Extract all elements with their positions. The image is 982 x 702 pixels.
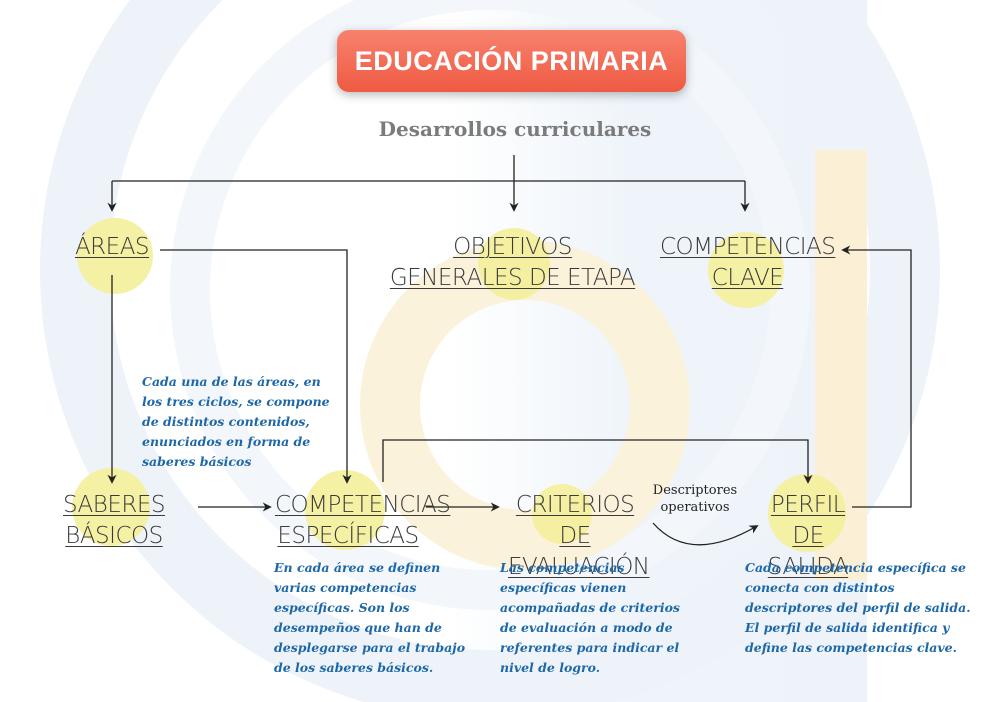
note-criterios-line: específicas vienen <box>500 580 627 595</box>
highlight-dot-areas <box>77 218 153 294</box>
note-areas-line: los tres ciclos, se compone <box>142 394 330 409</box>
note-competencias-especificas: En cada área se definen varias competenc… <box>274 558 465 678</box>
node-competencias-especificas: COMPETENCIAS ESPECÍFICAS <box>275 490 451 552</box>
highlight-dot-competencias-clave <box>708 232 784 308</box>
edge-label-descriptores: Descriptores operativos <box>640 482 750 516</box>
node-competencias-especificas-line-2: ESPECÍFICAS <box>277 523 419 549</box>
node-competencias-clave-line-1: COMPETENCIAS <box>660 234 836 260</box>
note-perfil-line: descriptores del perfil de salida. <box>745 600 971 615</box>
node-competencias-clave-line-2: CLAVE <box>711 265 784 291</box>
node-perfil-line-2: DE SALIDA <box>767 523 849 580</box>
node-perfil-line-1: PERFIL <box>770 492 846 518</box>
edge-label-line-2: operativos <box>660 500 730 515</box>
note-areas-line: Cada una de las áreas, en <box>142 374 321 389</box>
subtitle: Desarrollos curriculares <box>378 117 652 141</box>
note-perfil-line: conecta con distintos <box>745 580 895 595</box>
arrow-descriptores-operativos <box>652 522 759 546</box>
arrow-competencias-to-perfil <box>382 439 813 484</box>
node-competencias-especificas-line-1: COMPETENCIAS <box>275 492 451 518</box>
note-competencias-line: desplegarse para el trabajo <box>274 640 466 655</box>
edge-label-line-1: Descriptores <box>652 483 738 498</box>
node-criterios-line-2: EVALUACIÓN <box>508 554 650 580</box>
highlight-dot-perfil <box>768 474 846 552</box>
note-criterios-line: nivel de logro. <box>500 660 601 675</box>
highlight-dot-criterios <box>532 484 592 544</box>
node-competencias-clave: COMPETENCIAS CLAVE <box>660 232 836 294</box>
note-criterios-evaluacion: Las competencias específicas vienen acom… <box>500 558 680 678</box>
arrow-perfil-to-competencias-clave <box>841 245 912 508</box>
note-criterios-line: acompañadas de criterios <box>500 600 680 615</box>
note-competencias-line: de los saberes básicos. <box>274 660 434 675</box>
note-criterios-line: Las competencias <box>500 560 625 575</box>
note-criterios-line: referentes para indicar el <box>500 640 680 655</box>
note-perfil-line: Cada competencia específica se <box>745 560 966 575</box>
node-criterios-line-1: CRITERIOS DE <box>515 492 635 549</box>
note-competencias-line: varias competencias <box>274 580 417 595</box>
node-saberes-label: SABERES BÁSICOS <box>63 492 165 549</box>
note-criterios-line: de evaluación a modo de <box>500 620 673 635</box>
note-areas-line: de distintos contenidos, <box>142 414 310 429</box>
note-areas-line: enunciados en forma de <box>142 434 311 449</box>
note-competencias-line: desempeños que han de <box>274 620 442 635</box>
node-objetivos-generales: OBJETIVOS GENERALES DE ETAPA <box>385 232 640 294</box>
note-areas: Cada una de las áreas, en los tres ciclo… <box>142 372 330 472</box>
node-saberes-basicos: SABERES BÁSICOS <box>28 490 200 552</box>
note-perfil-salida: Cada competencia específica se conecta c… <box>745 558 971 658</box>
node-perfil-salida: PERFIL DE SALIDA <box>752 490 864 583</box>
note-perfil-line: El perfil de salida identifica y <box>745 620 950 635</box>
note-competencias-line: específicas. Son los <box>274 600 410 615</box>
arrow-areas-to-competencias-especificas <box>160 249 352 484</box>
note-competencias-line: En cada área se definen <box>274 560 441 575</box>
title-banner: EDUCACIÓN PRIMARIA <box>337 30 686 92</box>
note-perfil-line: define las competencias clave. <box>745 640 957 655</box>
node-objetivos-line-2: GENERALES DE ETAPA <box>389 265 636 291</box>
highlight-dot-objetivos <box>478 228 550 300</box>
note-areas-line: saberes básicos <box>142 454 252 469</box>
node-areas-label: ÁREAS <box>74 234 150 260</box>
node-criterios-evaluacion: CRITERIOS DE EVALUACIÓN <box>508 490 650 583</box>
node-areas: ÁREAS <box>52 232 172 263</box>
node-objetivos-line-1: OBJETIVOS <box>453 234 572 260</box>
